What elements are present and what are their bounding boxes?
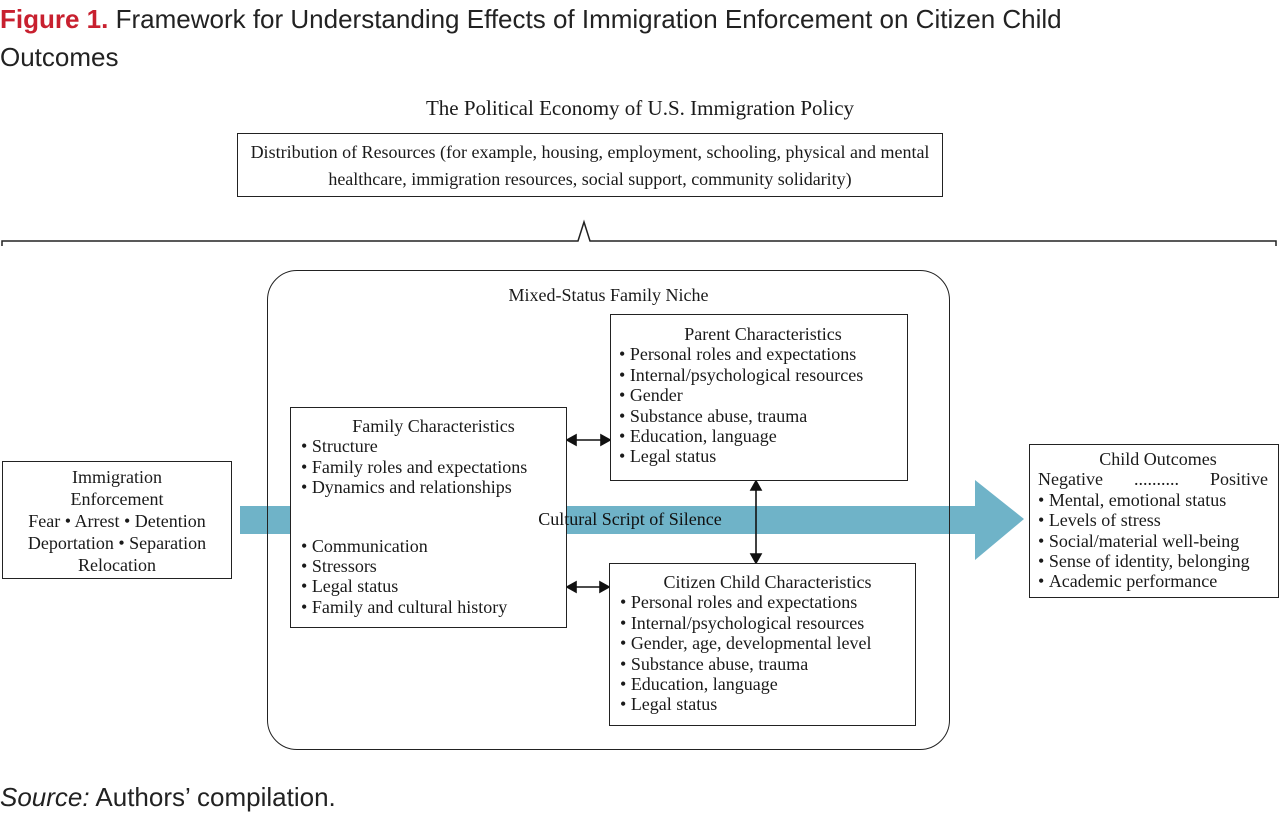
enforcement-line-5: Relocation — [78, 555, 156, 575]
family-item: Family and cultural history — [301, 597, 566, 617]
parent-item: Legal status — [619, 446, 907, 466]
family-item: Legal status — [301, 576, 566, 596]
parent-item: Substance abuse, trauma — [619, 406, 907, 426]
scale-dots: .......... — [1133, 469, 1179, 490]
source-note: Source: Authors’ compilation. — [0, 782, 336, 813]
outcomes-title: Child Outcomes — [1099, 449, 1217, 469]
child-item: Personal roles and expectations — [620, 592, 915, 612]
child-item: Internal/psychological resources — [620, 613, 915, 633]
niche-title: Mixed-Status Family Niche — [508, 285, 709, 305]
political-economy-heading: The Political Economy of U.S. Immigratio… — [425, 96, 855, 120]
family-characteristics-box: Family Characteristics Structure Family … — [290, 407, 567, 628]
outcomes-scale: Negative .......... Positive — [1038, 469, 1278, 489]
figure-title: Figure 1. Framework for Understanding Ef… — [0, 0, 1180, 76]
outcome-item: Mental, emotional status — [1038, 490, 1278, 510]
family-item: Stressors — [301, 556, 566, 576]
enforcement-deportation: Deportation — [27, 533, 114, 553]
enforcement-separation: Separation — [129, 533, 207, 553]
source-label: Source: — [0, 782, 90, 812]
figure-title-text: Framework for Understanding Effects of I… — [0, 4, 1062, 72]
family-item: Family roles and expectations — [301, 457, 566, 477]
source-text: Authors’ compilation. — [95, 782, 336, 812]
scale-positive: Positive — [1209, 469, 1268, 490]
enforcement-line-3: Fear • Arrest • Detention — [28, 511, 206, 531]
parent-item: Gender — [619, 385, 907, 405]
family-child-arrow — [565, 580, 611, 594]
family-item: Structure — [301, 436, 566, 456]
outcome-item: Social/material well-being — [1038, 531, 1278, 551]
enforcement-detention: Detention — [134, 511, 206, 531]
family-parent-arrow — [565, 433, 612, 447]
family-title: Family Characteristics — [352, 416, 515, 436]
brace — [1, 219, 1277, 246]
resources-box: Distribution of Resources (for example, … — [237, 133, 943, 197]
child-item: Substance abuse, trauma — [620, 654, 915, 674]
parent-characteristics-box: Parent Characteristics Personal roles an… — [610, 314, 908, 481]
outcome-item: Academic performance — [1038, 571, 1278, 591]
mixed-status-niche — [267, 270, 950, 750]
scale-negative: Negative — [1038, 469, 1103, 490]
figure-label: Figure 1. — [0, 4, 109, 34]
parent-title: Parent Characteristics — [684, 324, 842, 344]
family-item: Communication — [301, 536, 566, 556]
parent-item: Internal/psychological resources — [619, 365, 907, 385]
enforcement-line-2: Enforcement — [70, 489, 164, 509]
immigration-enforcement-box: Immigration Enforcement Fear • Arrest • … — [2, 461, 232, 579]
child-item: Education, language — [620, 674, 915, 694]
outcomes-list: Mental, emotional status Levels of stres… — [1038, 490, 1278, 592]
parent-child-arrow — [749, 479, 763, 565]
child-list: Personal roles and expectations Internal… — [620, 592, 915, 714]
enforcement-arrest: Arrest — [74, 511, 120, 531]
family-list-top: Structure Family roles and expectations … — [301, 436, 566, 497]
cultural-script-arrow — [240, 480, 1024, 560]
enforcement-line-1: Immigration — [72, 467, 162, 487]
child-item: Legal status — [620, 694, 915, 714]
enforcement-fear: Fear — [28, 511, 61, 531]
parent-item: Education, language — [619, 426, 907, 446]
parent-item: Personal roles and expectations — [619, 344, 907, 364]
family-item: Dynamics and relationships — [301, 477, 566, 497]
family-list-bottom: Communication Stressors Legal status Fam… — [301, 536, 566, 618]
child-outcomes-box: Child Outcomes Negative .......... Posit… — [1029, 444, 1279, 598]
outcome-item: Levels of stress — [1038, 510, 1278, 530]
enforcement-line-4: Deportation • Separation — [27, 533, 207, 553]
child-characteristics-box: Citizen Child Characteristics Personal r… — [609, 563, 916, 726]
parent-list: Personal roles and expectations Internal… — [619, 344, 907, 466]
child-title: Citizen Child Characteristics — [663, 572, 872, 592]
outcome-item: Sense of identity, belonging — [1038, 551, 1278, 571]
child-item: Gender, age, developmental level — [620, 633, 915, 653]
cultural-script-label: Cultural Script of Silence — [538, 509, 722, 529]
